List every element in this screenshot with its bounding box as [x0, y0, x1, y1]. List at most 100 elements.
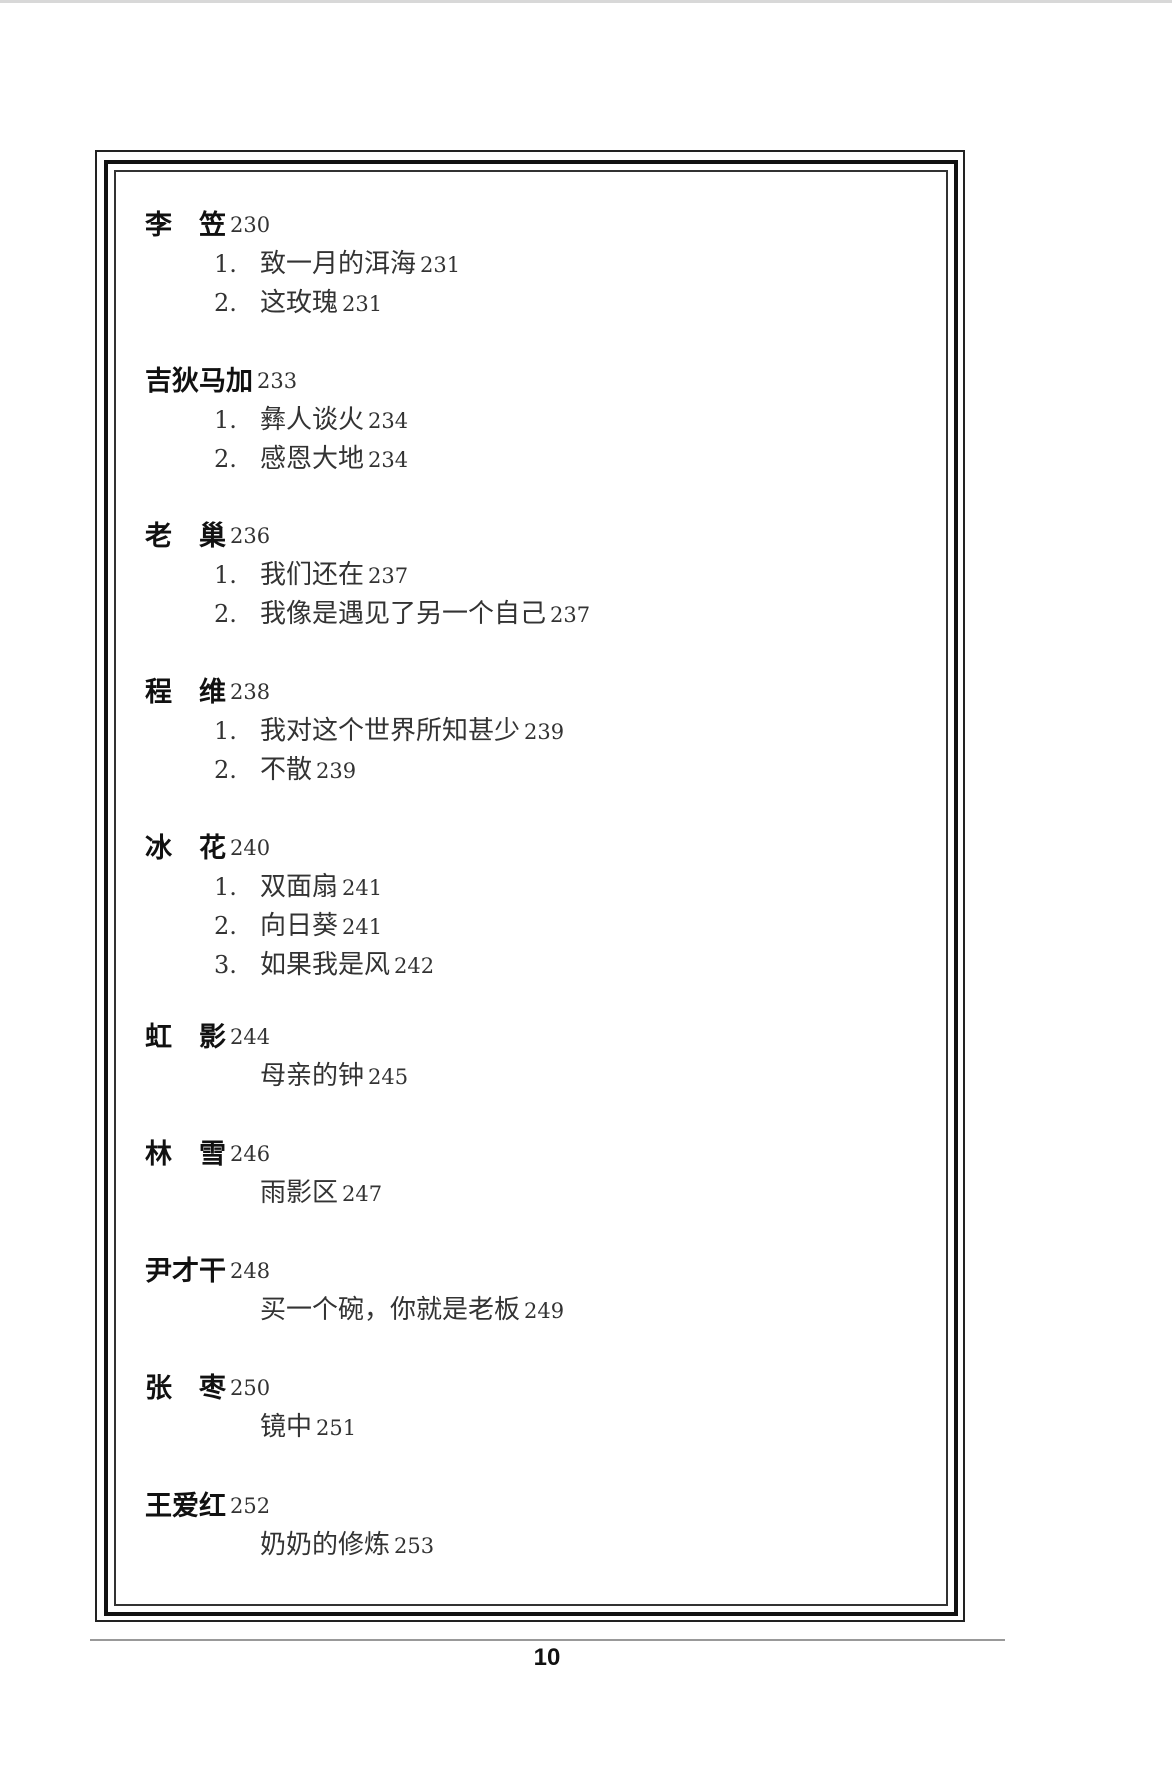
poem-title: 感恩大地 [260, 444, 365, 474]
author-page: 252 [230, 1494, 271, 1518]
poem-title: 雨影区 [260, 1178, 339, 1208]
author-page: 244 [230, 1025, 271, 1049]
poem-page: 245 [368, 1065, 409, 1089]
poem-title: 如果我是风 [260, 950, 391, 980]
poem-title: 这玫瑰 [260, 288, 339, 318]
poem-title: 镜中 [260, 1412, 313, 1442]
poem-title: 母亲的钟 [260, 1061, 365, 1091]
poem-title: 彝人谈火 [260, 405, 365, 435]
top-edge [0, 0, 1172, 3]
poem-title: 向日葵 [260, 911, 339, 941]
poem-page: 242 [394, 954, 435, 978]
author-page: 236 [230, 524, 271, 548]
author-name: 尹才干 [145, 1256, 226, 1287]
poem-title: 双面扇 [260, 872, 339, 902]
poem-page: 237 [368, 564, 409, 588]
poem-page: 241 [342, 915, 383, 939]
item-number: 2. [214, 289, 237, 317]
author-name: 老巢 [145, 521, 226, 552]
author-page: 238 [230, 680, 271, 704]
author-name: 张枣 [145, 1373, 226, 1404]
poem-title: 我像是遇见了另一个自己 [260, 599, 547, 629]
poem-title: 我对这个世界所知甚少 [260, 716, 521, 746]
poem-title: 致一月的洱海 [260, 249, 417, 279]
author-name: 冰花 [145, 833, 226, 864]
author-name: 吉狄马加 [145, 366, 253, 397]
poem-page: 234 [368, 409, 409, 433]
author-page: 250 [230, 1376, 271, 1400]
item-number: 2. [214, 756, 237, 784]
author-name: 王爱红 [145, 1491, 226, 1522]
item-number: 2. [214, 912, 237, 940]
page-number: 10 [533, 1644, 561, 1671]
author-name: 程维 [145, 677, 226, 708]
poem-page: 249 [524, 1299, 565, 1323]
item-number: 1. [214, 561, 237, 589]
poem-title: 买一个碗，你就是老板 [260, 1295, 521, 1325]
author-page: 248 [230, 1259, 271, 1283]
author-name: 虹影 [145, 1022, 226, 1053]
poem-page: 241 [342, 876, 383, 900]
item-number: 2. [214, 600, 237, 628]
item-number: 1. [214, 406, 237, 434]
thick-border [104, 160, 958, 1616]
outer-border [95, 150, 965, 1622]
item-number: 1. [214, 873, 237, 901]
poem-page: 231 [420, 253, 461, 277]
author-page: 246 [230, 1142, 271, 1166]
poem-page: 247 [342, 1182, 383, 1206]
item-number: 1. [214, 717, 237, 745]
poem-page: 231 [342, 292, 383, 316]
author-page: 240 [230, 836, 271, 860]
poem-title: 我们还在 [260, 560, 365, 590]
author-page: 230 [230, 213, 271, 237]
poem-page: 239 [524, 720, 565, 744]
poem-page: 251 [316, 1416, 357, 1440]
poem-page: 253 [394, 1534, 435, 1558]
item-number: 3. [214, 951, 237, 979]
inner-border [114, 170, 948, 1606]
footer-divider [90, 1639, 1005, 1641]
author-page: 233 [257, 369, 298, 393]
item-number: 1. [214, 250, 237, 278]
poem-page: 239 [316, 759, 357, 783]
author-name: 林雪 [145, 1139, 226, 1170]
poem-page: 234 [368, 448, 409, 472]
poem-page: 237 [550, 603, 591, 627]
poem-title: 奶奶的修炼 [260, 1530, 391, 1560]
